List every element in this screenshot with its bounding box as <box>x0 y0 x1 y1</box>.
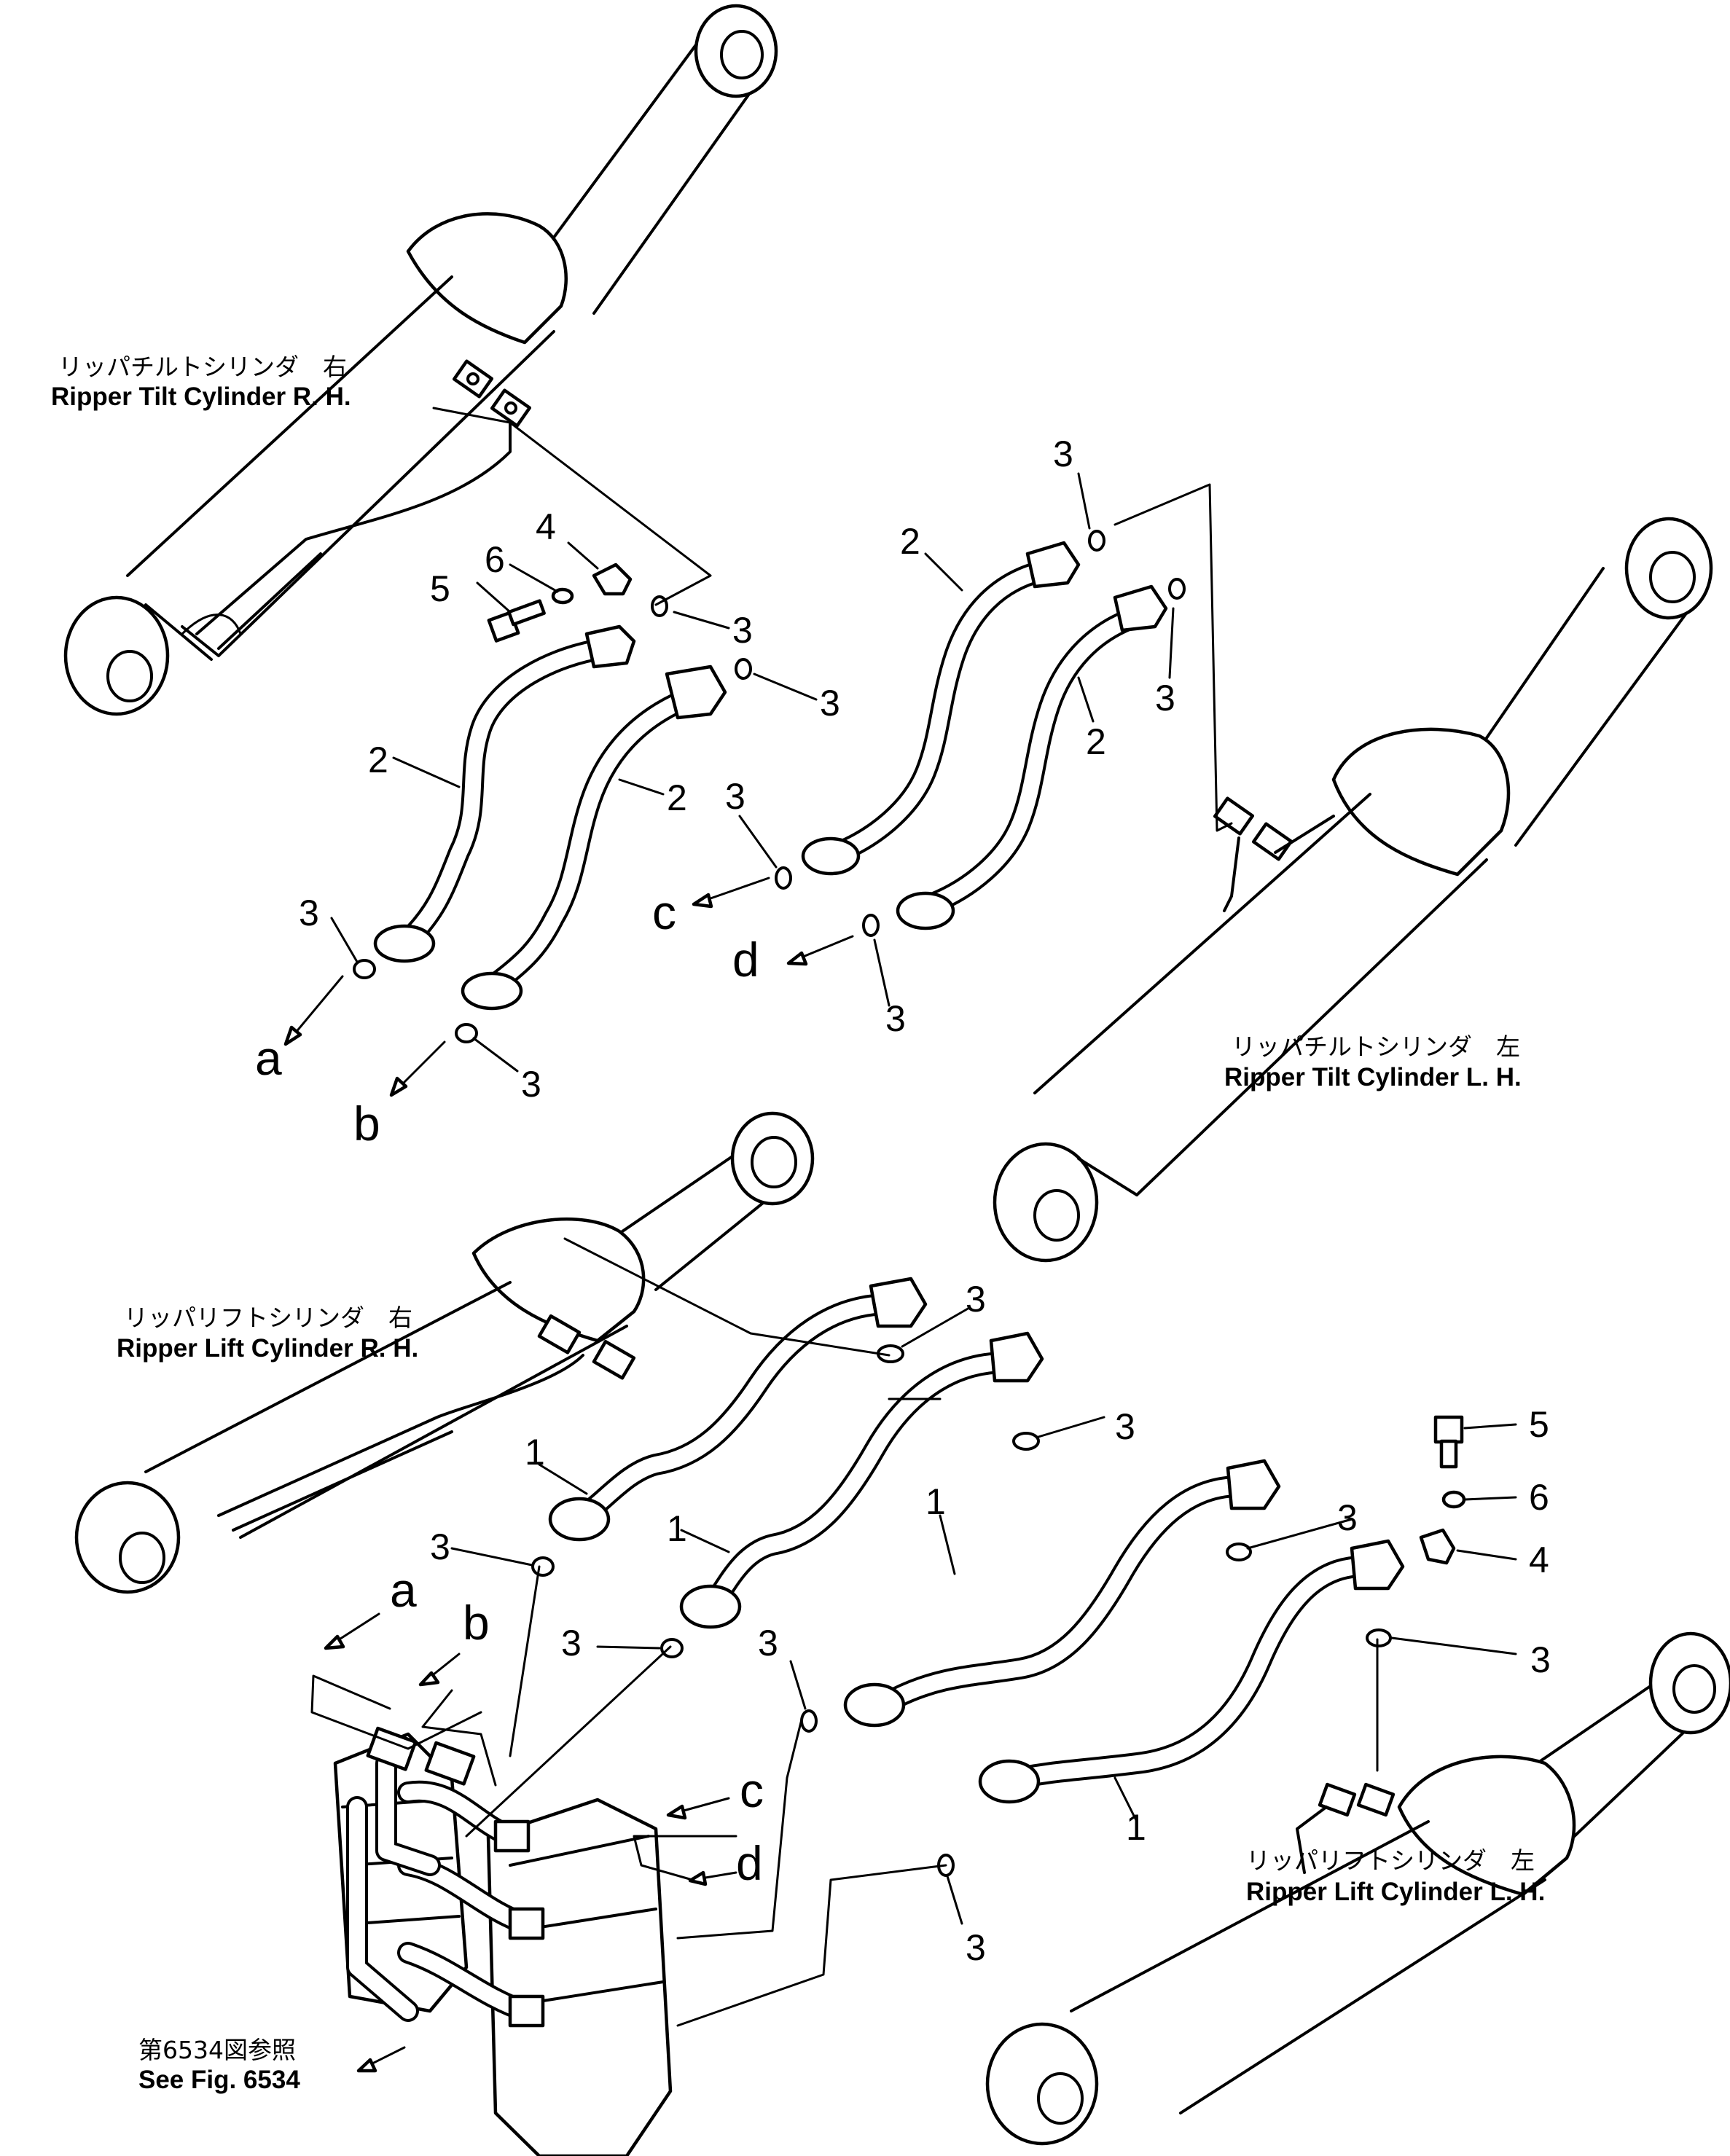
clamp-4-upper <box>592 562 633 596</box>
callout-3: 3 <box>966 1279 986 1320</box>
lift-cylinder-lh <box>985 1631 1730 2146</box>
bolt-5-lower <box>1433 1415 1464 1469</box>
washer-6-lower <box>1441 1490 1466 1509</box>
tilt-rh-caption-jp: リッパチルトシリンダ 右 <box>58 353 347 381</box>
callout-2: 2 <box>1086 721 1106 762</box>
callout-1: 1 <box>1126 1807 1146 1848</box>
washer-6-upper <box>551 587 574 605</box>
connection-letters: a b c d a b c d <box>255 885 764 1890</box>
hose-2-group-left <box>373 624 727 1011</box>
connection-c-lower: c <box>740 1763 764 1817</box>
see-fig-caption-jp: 第6534図参照 <box>138 2036 296 2064</box>
callout-leaders <box>330 472 1517 1925</box>
connection-b-lower: b <box>463 1596 490 1650</box>
hose-2-group-right <box>801 541 1168 930</box>
callout-3: 3 <box>1337 1497 1358 1538</box>
leader-lines <box>310 407 1379 2027</box>
callout-3: 3 <box>758 1623 778 1663</box>
clamp-4-lower <box>1419 1528 1456 1565</box>
tilt-cylinder-lh <box>993 517 1713 1263</box>
callout-3: 3 <box>820 683 840 724</box>
see-fig-caption-en: See Fig. 6534 <box>138 2066 300 2094</box>
captions: リッパチルトシリンダ 右 Ripper Tilt Cylinder R. H. … <box>51 353 1545 2094</box>
lift-rh-caption-jp: リッパリフトシリンダ 右 <box>124 1304 412 1332</box>
tilt-lh-caption-jp: リッパチルトシリンダ 左 <box>1232 1032 1520 1061</box>
callout-2: 2 <box>368 740 388 780</box>
arrows <box>283 877 1517 2073</box>
lift-lh-caption-en: Ripper Lift Cylinder L. H. <box>1246 1878 1545 1906</box>
tilt-lh-caption-en: Ripper Tilt Cylinder L. H. <box>1224 1063 1522 1091</box>
lift-cylinder-rh <box>74 1111 815 1594</box>
callout-5: 5 <box>430 568 450 609</box>
callout-3: 3 <box>1155 678 1175 718</box>
connection-d-upper: d <box>732 933 759 987</box>
connection-a-upper: a <box>255 1031 282 1085</box>
bolt-5-upper <box>487 599 546 643</box>
connection-b-upper: b <box>353 1097 380 1150</box>
callout-6: 6 <box>485 539 505 580</box>
callout-3: 3 <box>885 998 906 1039</box>
tilt-rh-caption-en: Ripper Tilt Cylinder R. H. <box>51 383 351 411</box>
callout-3: 3 <box>1115 1406 1135 1447</box>
lift-lh-caption-jp: リッパリフトシリンダ 左 <box>1246 1846 1535 1875</box>
control-valve <box>333 1726 673 2156</box>
callout-4: 4 <box>1529 1540 1549 1580</box>
callout-6: 6 <box>1529 1477 1549 1518</box>
callout-3: 3 <box>1053 434 1073 474</box>
callout-1: 1 <box>667 1508 687 1549</box>
callout-1: 1 <box>525 1432 545 1473</box>
callout-3: 3 <box>299 893 319 933</box>
connection-d-lower: d <box>736 1836 763 1890</box>
callout-3: 3 <box>966 1927 986 1968</box>
callout-3: 3 <box>561 1623 582 1663</box>
lift-rh-caption-en: Ripper Lift Cylinder R. H. <box>117 1334 418 1363</box>
connection-a-lower: a <box>390 1563 417 1617</box>
callout-3: 3 <box>725 776 745 817</box>
connection-c-upper: c <box>652 885 676 939</box>
callout-numbers: 5 6 4 3 3 2 2 3 3 3 2 3 2 3 3 3 3 1 1 3 … <box>299 434 1551 1968</box>
hose-1-group <box>548 1277 1405 1804</box>
tilt-cylinder-rh <box>63 4 778 716</box>
callout-2: 2 <box>900 521 920 562</box>
callout-3: 3 <box>732 610 753 651</box>
callout-5: 5 <box>1529 1404 1549 1445</box>
callout-3: 3 <box>1530 1639 1551 1680</box>
callout-3: 3 <box>430 1526 450 1567</box>
callout-3: 3 <box>521 1064 541 1105</box>
callout-4: 4 <box>536 506 556 547</box>
o-rings <box>353 530 1392 1877</box>
callout-1: 1 <box>925 1481 946 1522</box>
callout-2: 2 <box>667 777 687 818</box>
